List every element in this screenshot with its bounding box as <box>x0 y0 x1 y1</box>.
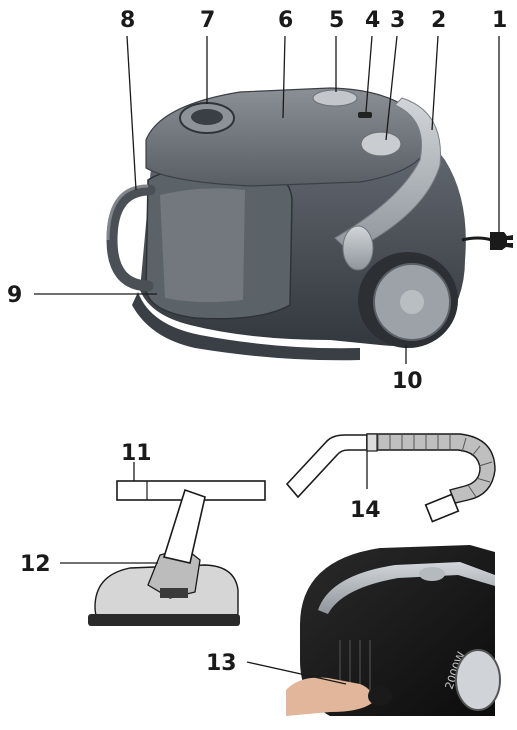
callout-9: 9 <box>7 283 22 308</box>
callout-6: 6 <box>278 8 293 33</box>
callout-4: 4 <box>365 8 380 33</box>
photo-hose-connector <box>368 686 392 706</box>
plug-icon <box>490 232 513 250</box>
hose-ribs <box>377 435 493 498</box>
leader-lines <box>34 35 500 685</box>
handle-pivot-knob <box>342 225 374 271</box>
photo-silver-handle <box>318 562 495 614</box>
hose-inlet-hole <box>191 109 223 125</box>
callout-13: 13 <box>206 651 237 676</box>
callout-14: 14 <box>350 498 381 523</box>
vacuum-cleaner <box>106 87 513 361</box>
callout-11: 11 <box>121 441 152 466</box>
dust-container-handle-icon <box>106 184 156 292</box>
hose-icon <box>285 433 496 523</box>
vacuum-base <box>132 292 360 361</box>
power-cord-icon <box>461 236 493 242</box>
hose-corrugated <box>366 433 496 504</box>
photo-button <box>419 567 445 581</box>
handle-highlight <box>106 184 149 241</box>
rear-wheel-center <box>400 290 424 314</box>
rear-view-photo: 2000W <box>283 544 501 716</box>
hose-end-connector <box>424 493 460 523</box>
callout-1: 1 <box>492 8 507 33</box>
hose-wand-collar <box>366 433 378 452</box>
cord-rewind-icon <box>312 89 358 107</box>
photo-hand <box>286 677 373 716</box>
callout-numbers: 1 2 3 4 5 6 7 8 9 10 11 12 13 14 <box>7 8 507 676</box>
floor-brush-icon <box>88 488 240 626</box>
callout-3: 3 <box>390 8 405 33</box>
callout-2: 2 <box>431 8 446 33</box>
power-button-icon <box>360 131 402 157</box>
callout-5: 5 <box>329 8 344 33</box>
callout-8: 8 <box>120 8 135 33</box>
callout-12: 12 <box>20 552 51 577</box>
callout-7: 7 <box>200 8 215 33</box>
dust-container-shine <box>160 188 245 303</box>
photo-wheel <box>455 649 501 711</box>
callout-10: 10 <box>392 369 423 394</box>
power-indicator-icon <box>358 112 372 118</box>
